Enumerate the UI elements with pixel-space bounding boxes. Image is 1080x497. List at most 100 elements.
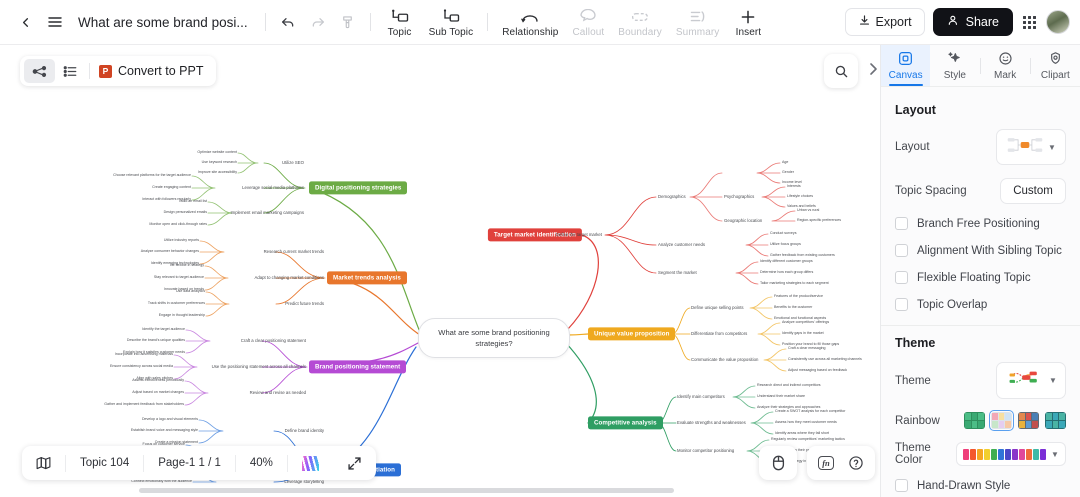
user-avatar[interactable] <box>1046 10 1070 34</box>
leaf-node[interactable]: Identify areas where they fall short <box>775 431 830 436</box>
subtopic[interactable]: Analyze customer needs <box>658 241 706 247</box>
checkbox-box[interactable] <box>895 479 908 492</box>
tab-mark[interactable]: Mark <box>981 45 1030 86</box>
leaf-node[interactable]: Interests <box>787 184 801 189</box>
leaf-node[interactable]: Stay relevant to target audience <box>153 275 204 280</box>
leaf-node[interactable]: Identify gaps in the market <box>782 331 824 336</box>
checkbox-box[interactable] <box>895 244 908 257</box>
ai-sparkle-button[interactable] <box>288 446 333 480</box>
help-icon[interactable] <box>841 449 871 477</box>
theme-selector[interactable]: ▼ <box>996 362 1066 399</box>
subtopic[interactable]: Differentiate from competitors <box>691 330 748 336</box>
subtopic[interactable]: Predict future trends <box>285 300 324 306</box>
subtopic[interactable]: Implement email marketing campaigns <box>230 209 304 215</box>
leaf-node[interactable]: Income level <box>782 180 802 185</box>
leaf-node[interactable]: Consistently use across all marketing ch… <box>788 357 862 362</box>
leaf-node[interactable]: Identify emerging technologies <box>150 261 199 266</box>
leaf-node[interactable]: Track shifts in customer preferences <box>147 301 205 306</box>
search-button[interactable] <box>824 54 858 88</box>
tab-clipart[interactable]: Clipart <box>1031 45 1080 86</box>
leaf-node[interactable]: Identify different customer groups <box>760 259 813 264</box>
leaf-node[interactable]: Be flexible in strategy <box>170 263 204 268</box>
checkbox-box[interactable] <box>895 217 908 230</box>
leaf-node[interactable]: Gender <box>782 170 794 175</box>
subtopic[interactable]: Geographic location <box>724 217 763 223</box>
hamburger-menu-icon[interactable] <box>40 7 70 37</box>
leaf-node[interactable]: Identify the target audience <box>142 327 185 332</box>
leaf-node[interactable]: Design personalized emails <box>163 210 207 215</box>
leaf-node[interactable]: Conduct surveys <box>770 231 797 236</box>
mouse-mode-icon[interactable] <box>763 449 793 477</box>
convert-to-ppt-button[interactable]: P Convert to PPT <box>93 59 212 83</box>
outline-list-icon[interactable] <box>55 59 86 83</box>
checkbox-topic-overlap[interactable]: Topic Overlap <box>895 298 1066 311</box>
subtopic[interactable]: Review and revise as needed <box>249 389 306 395</box>
rainbow-green-option[interactable] <box>964 412 985 429</box>
checkbox-hand-drawn-style[interactable]: Hand-Drawn Style <box>895 479 1066 492</box>
subtopic[interactable]: Define the target market <box>555 231 602 237</box>
leaf-node[interactable]: Interact with followers regularly <box>142 197 191 202</box>
subtopic[interactable]: Leverage storytelling <box>284 478 324 484</box>
subtopic[interactable]: Define brand identity <box>284 427 324 433</box>
leaf-node[interactable]: Create a mission statement <box>154 440 198 445</box>
undo-icon[interactable] <box>273 7 303 37</box>
apps-grid-icon[interactable] <box>1023 15 1036 29</box>
leaf-node[interactable]: Innovate based on trends <box>163 287 204 292</box>
subtopic[interactable]: Craft a clear positioning statement <box>240 337 306 343</box>
leaf-node[interactable]: Features of the product/service <box>774 294 823 299</box>
leaf-node[interactable]: Engage in thought leadership <box>158 313 205 318</box>
leaf-node[interactable]: Position your brand to fill those gaps <box>782 342 840 347</box>
layout-selector[interactable]: ▼ <box>996 129 1066 165</box>
subtopic[interactable]: Identify main competitors <box>677 393 725 399</box>
leaf-node[interactable]: Use keyword research <box>201 160 237 165</box>
rainbow-teal-option[interactable] <box>1045 412 1066 429</box>
branch-unique-value-proposition[interactable]: Unique value proposition <box>588 327 676 341</box>
leaf-node[interactable]: Determine how each group differs <box>760 270 814 275</box>
tool-sub-topic[interactable]: Sub Topic <box>422 5 481 39</box>
subtopic[interactable]: Define unique selling points <box>691 304 744 310</box>
leaf-node[interactable]: Optimize website content <box>197 150 237 155</box>
subtopic[interactable]: Monitor competitor positioning <box>677 447 735 453</box>
leaf-node[interactable]: Develop a logo and visual elements <box>141 417 198 422</box>
branch-target-market-identification[interactable]: Target market identification <box>487 228 582 242</box>
leaf-node[interactable]: Build an email list <box>179 199 207 204</box>
leaf-node[interactable]: Use data analytics <box>175 289 205 294</box>
mindmap-diagram[interactable]: What are some brand positioning strategi… <box>0 45 880 485</box>
checkbox-alignment-with-sibling-topic[interactable]: Alignment With Sibling Topic <box>895 244 1066 257</box>
leaf-node[interactable]: Stay updated on their product developmen… <box>771 448 841 453</box>
leaf-node[interactable]: Gather and implement feedback from stake… <box>104 402 184 407</box>
checkbox-branch-free-positioning[interactable]: Branch Free Positioning <box>895 217 1066 230</box>
leaf-node[interactable]: Values and beliefs <box>787 204 816 209</box>
leaf-node[interactable]: Research direct and indirect competitors <box>757 383 821 388</box>
subtopic[interactable]: Utilize SEO <box>282 159 304 165</box>
subtopic[interactable]: Demographics <box>658 193 686 199</box>
checkbox-box[interactable] <box>895 298 908 311</box>
leaf-node[interactable]: Urban vs rural <box>797 208 820 213</box>
leaf-node[interactable]: Analyze competitors' offerings <box>782 320 830 325</box>
tool-callout[interactable]: Callout <box>565 5 611 39</box>
leaf-node[interactable]: Emotional and functional aspects <box>774 316 827 321</box>
tool-topic[interactable]: Topic <box>378 5 422 39</box>
topic-count[interactable]: Topic 104 <box>80 457 130 469</box>
export-button[interactable]: Export <box>844 8 925 36</box>
leaf-node[interactable]: Utilize industry reports <box>163 238 199 243</box>
leaf-node[interactable]: Benefits to the customer <box>774 305 813 310</box>
tool-boundary[interactable]: Boundary <box>611 5 669 39</box>
leaf-node[interactable]: Analyze consumer behavior changes <box>140 249 199 254</box>
zoom-level[interactable]: 40% <box>249 457 273 469</box>
tab-style[interactable]: Style <box>930 45 979 86</box>
leaf-node[interactable]: Incorporate into advertising materials <box>114 352 173 357</box>
subtopic[interactable]: Adapt to changing market conditions <box>254 274 324 280</box>
checkbox-flexible-floating-topic[interactable]: Flexible Floating Topic <box>895 271 1066 284</box>
leaf-node[interactable]: Ensure consistency across social media <box>110 364 173 369</box>
topic-spacing-button[interactable]: Custom <box>1000 178 1066 204</box>
branch-competitive-analysis[interactable]: Competitive analysis <box>588 416 663 430</box>
subtopic[interactable]: Leverage social media platforms <box>242 184 304 190</box>
collapse-panel-button[interactable] <box>864 52 882 86</box>
share-button[interactable]: Share <box>932 8 1013 36</box>
leaf-node[interactable]: Connect emotionally with the audience <box>131 479 192 484</box>
leaf-node[interactable]: Adjust messaging based on feedback <box>788 368 848 373</box>
horizontal-scrollbar[interactable] <box>139 488 674 493</box>
leaf-node[interactable]: Assess how they meet customer needs <box>775 420 837 425</box>
subtopic[interactable]: Use the positioning statement across all… <box>211 363 306 369</box>
